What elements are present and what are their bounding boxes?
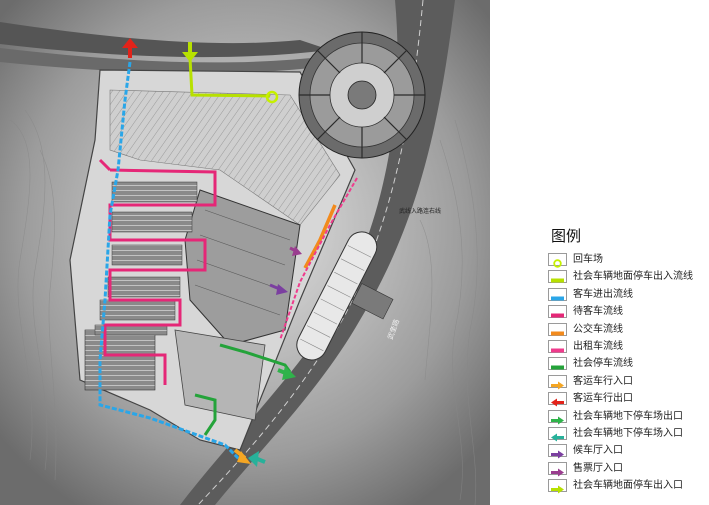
west-service-block bbox=[84, 329, 156, 391]
top-road bbox=[0, 22, 330, 58]
east-highway bbox=[180, 0, 455, 505]
legend-swatch bbox=[548, 426, 567, 442]
ground-parking-entry-arrow bbox=[182, 42, 198, 62]
bar-icon bbox=[551, 331, 564, 336]
legend-label: 客运车行出口 bbox=[573, 393, 633, 405]
legend-label: 公交车流线 bbox=[573, 323, 623, 335]
legend-list: 回车场社会车辆地面停车出入流线客车进出流线待客车流线公交车流线出租车流线社会停车… bbox=[548, 252, 706, 495]
legend-swatch bbox=[548, 374, 567, 390]
legend-swatch bbox=[548, 305, 567, 319]
legend-label: 社会车辆地面停车出入流线 bbox=[573, 271, 693, 283]
legend-label: 社会车辆地面停车出入口 bbox=[573, 480, 683, 492]
legend-label: 出租车流线 bbox=[573, 340, 623, 352]
arrow-right-icon bbox=[551, 450, 564, 459]
waiting-hall-entry-arrow bbox=[269, 283, 288, 295]
public-bus-route bbox=[303, 204, 337, 269]
legend-label: 客车进出流线 bbox=[573, 288, 633, 300]
bus-platform-canopy bbox=[296, 231, 378, 361]
legend-swatch bbox=[548, 409, 567, 425]
arrow-right-icon bbox=[551, 485, 564, 494]
turnaround-ring bbox=[265, 90, 279, 104]
legend-swatch bbox=[548, 392, 567, 407]
bar-icon bbox=[551, 348, 564, 353]
underground-entry-arrow bbox=[248, 451, 266, 467]
bar-icon bbox=[551, 365, 564, 370]
legend-label: 社会车辆地下停车场出口 bbox=[573, 410, 683, 422]
bar-icon bbox=[551, 296, 564, 301]
legend-label: 候车厅入口 bbox=[573, 445, 623, 457]
top-road-2 bbox=[0, 48, 330, 74]
ring-icon bbox=[553, 259, 562, 268]
legend-label: 回车场 bbox=[573, 254, 603, 265]
contour-lines bbox=[9, 109, 478, 505]
arrow-right-icon bbox=[551, 416, 564, 425]
rotunda bbox=[298, 31, 426, 159]
legend-label: 社会车辆地下停车场入口 bbox=[573, 427, 683, 439]
passenger-bus-route bbox=[98, 61, 242, 462]
arrow-left-icon bbox=[551, 433, 564, 442]
legend-title: 图例 bbox=[551, 227, 582, 245]
legend-item: 社会车辆地下停车场入口 bbox=[548, 426, 706, 443]
ticket-hall-entry-arrow bbox=[289, 246, 302, 256]
bus-exit-arrow bbox=[122, 38, 138, 58]
legend-label: 售票厅入口 bbox=[573, 462, 623, 474]
legend-swatch bbox=[548, 444, 567, 459]
bus-bay bbox=[351, 283, 394, 320]
arrow-left-icon bbox=[551, 398, 564, 407]
legend-item: 候车厅入口 bbox=[548, 443, 706, 460]
social-parking-route-2 bbox=[194, 393, 217, 436]
legend-item: 回车场 bbox=[548, 252, 706, 269]
legend-item: 社会车辆地面停车出入流线 bbox=[548, 269, 706, 286]
taxi-route bbox=[279, 177, 358, 341]
legend-swatch bbox=[548, 357, 567, 371]
arrow-right-icon bbox=[551, 381, 564, 390]
underground-exit-arrow bbox=[277, 366, 296, 380]
site-plan-map: 武线入路连右线 武奎路 bbox=[0, 0, 490, 505]
arrow-right-icon bbox=[551, 468, 564, 477]
legend-swatch bbox=[548, 339, 567, 353]
east-highway-median bbox=[197, 0, 424, 505]
legend-item: 社会车辆地面停车出入口 bbox=[548, 478, 706, 495]
legend-swatch bbox=[548, 479, 567, 494]
legend-swatch bbox=[548, 253, 567, 268]
legend-item: 社会车辆地下停车场出口 bbox=[548, 409, 706, 426]
legend-swatch bbox=[548, 287, 567, 301]
ground-parking-route bbox=[188, 57, 271, 98]
legend-swatch bbox=[548, 270, 567, 284]
legend-label: 社会停车流线 bbox=[573, 358, 633, 370]
legend-item: 公交车流线 bbox=[548, 322, 706, 339]
bar-icon bbox=[551, 313, 564, 318]
waiting-bus-route bbox=[98, 158, 217, 385]
legend-item: 客运车行入口 bbox=[548, 374, 706, 391]
legend: 图例 回车场社会车辆地面停车出入流线客车进出流线待客车流线公交车流线出租车流线社… bbox=[548, 226, 706, 495]
legend-swatch bbox=[548, 322, 567, 336]
legend-item: 售票厅入口 bbox=[548, 461, 706, 478]
bar-icon bbox=[551, 278, 564, 283]
road-label-top: 武线入路连右线 bbox=[399, 207, 441, 215]
legend-item: 社会停车流线 bbox=[548, 356, 706, 373]
legend-item: 待客车流线 bbox=[548, 304, 706, 321]
north-plaza bbox=[109, 89, 341, 226]
legend-swatch bbox=[548, 461, 567, 477]
bus-entry-arrow bbox=[233, 448, 251, 464]
terminal-roof-lines bbox=[194, 209, 291, 316]
parking-bays bbox=[94, 181, 198, 336]
legend-label: 客运车行入口 bbox=[573, 375, 633, 387]
legend-item: 出租车流线 bbox=[548, 339, 706, 356]
legend-label: 待客车流线 bbox=[573, 306, 623, 318]
legend-item: 客车进出流线 bbox=[548, 287, 706, 304]
legend-item: 客运车行出口 bbox=[548, 391, 706, 408]
